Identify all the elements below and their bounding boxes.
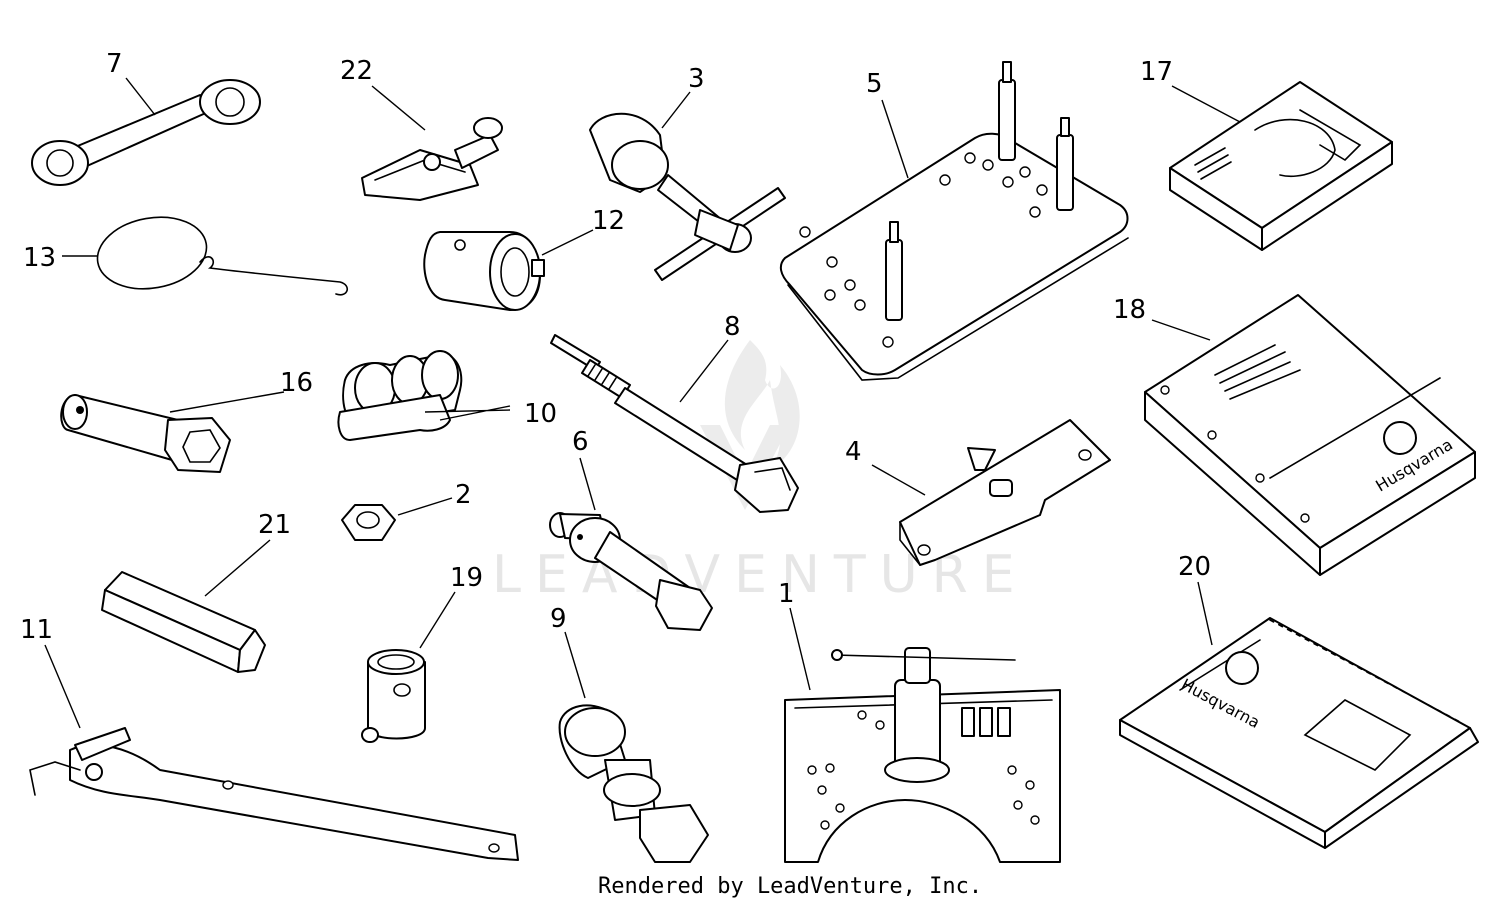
callout-6: 6 — [572, 427, 589, 457]
callout-12: 12 — [592, 206, 625, 236]
callout-4: 4 — [845, 437, 862, 467]
part-4-bracket-plate — [899, 419, 1111, 566]
part-3-t-handle-puller — [589, 112, 786, 281]
callout-5: 5 — [866, 69, 883, 99]
part-17-booklet — [1169, 81, 1393, 251]
callout-numbers: 7 22 3 5 17 13 12 8 18 16 10 6 4 2 21 20… — [20, 49, 1211, 645]
callout-20: 20 — [1178, 552, 1211, 582]
leader-lines — [44, 77, 1241, 729]
callout-19: 19 — [450, 563, 483, 593]
part-5-base-plate — [779, 61, 1129, 381]
part-9-press-tool — [558, 704, 709, 863]
part-11-holder-bar — [29, 727, 519, 861]
callout-10: 10 — [524, 399, 557, 429]
part-19-sleeve — [361, 649, 426, 743]
credit-text: Rendered by LeadVenture, Inc. — [598, 874, 982, 899]
part-6-bolt-tool — [549, 512, 713, 631]
part-16-box-wrench — [60, 394, 231, 473]
callout-7: 7 — [106, 49, 123, 79]
callout-16: 16 — [280, 368, 313, 398]
callout-1: 1 — [778, 579, 795, 609]
part-18-manual: Husqvarna — [1144, 294, 1476, 576]
part-8-shaft-tool — [550, 334, 799, 513]
callout-18: 18 — [1113, 295, 1146, 325]
part-22-strap-tool — [361, 117, 503, 201]
callout-22: 22 — [340, 56, 373, 86]
callout-2: 2 — [455, 480, 472, 510]
callout-11: 11 — [20, 615, 53, 645]
callout-21: 21 — [258, 510, 291, 540]
callout-3: 3 — [688, 64, 705, 94]
part-12-sleeve — [423, 231, 545, 311]
part-1-press-base — [784, 647, 1061, 863]
callout-8: 8 — [724, 312, 741, 342]
part-7-ring-spanner — [31, 79, 261, 186]
callout-9: 9 — [550, 604, 567, 634]
callout-17: 17 — [1140, 57, 1173, 87]
part-13-hook-ring — [96, 216, 348, 296]
part-10-clamp — [337, 350, 463, 441]
part-20-spiral-notebook: Husqvarna — [1119, 617, 1479, 849]
part-2-nut — [341, 504, 396, 541]
callout-13: 13 — [23, 243, 56, 273]
part-21-hex-bar — [101, 571, 266, 673]
